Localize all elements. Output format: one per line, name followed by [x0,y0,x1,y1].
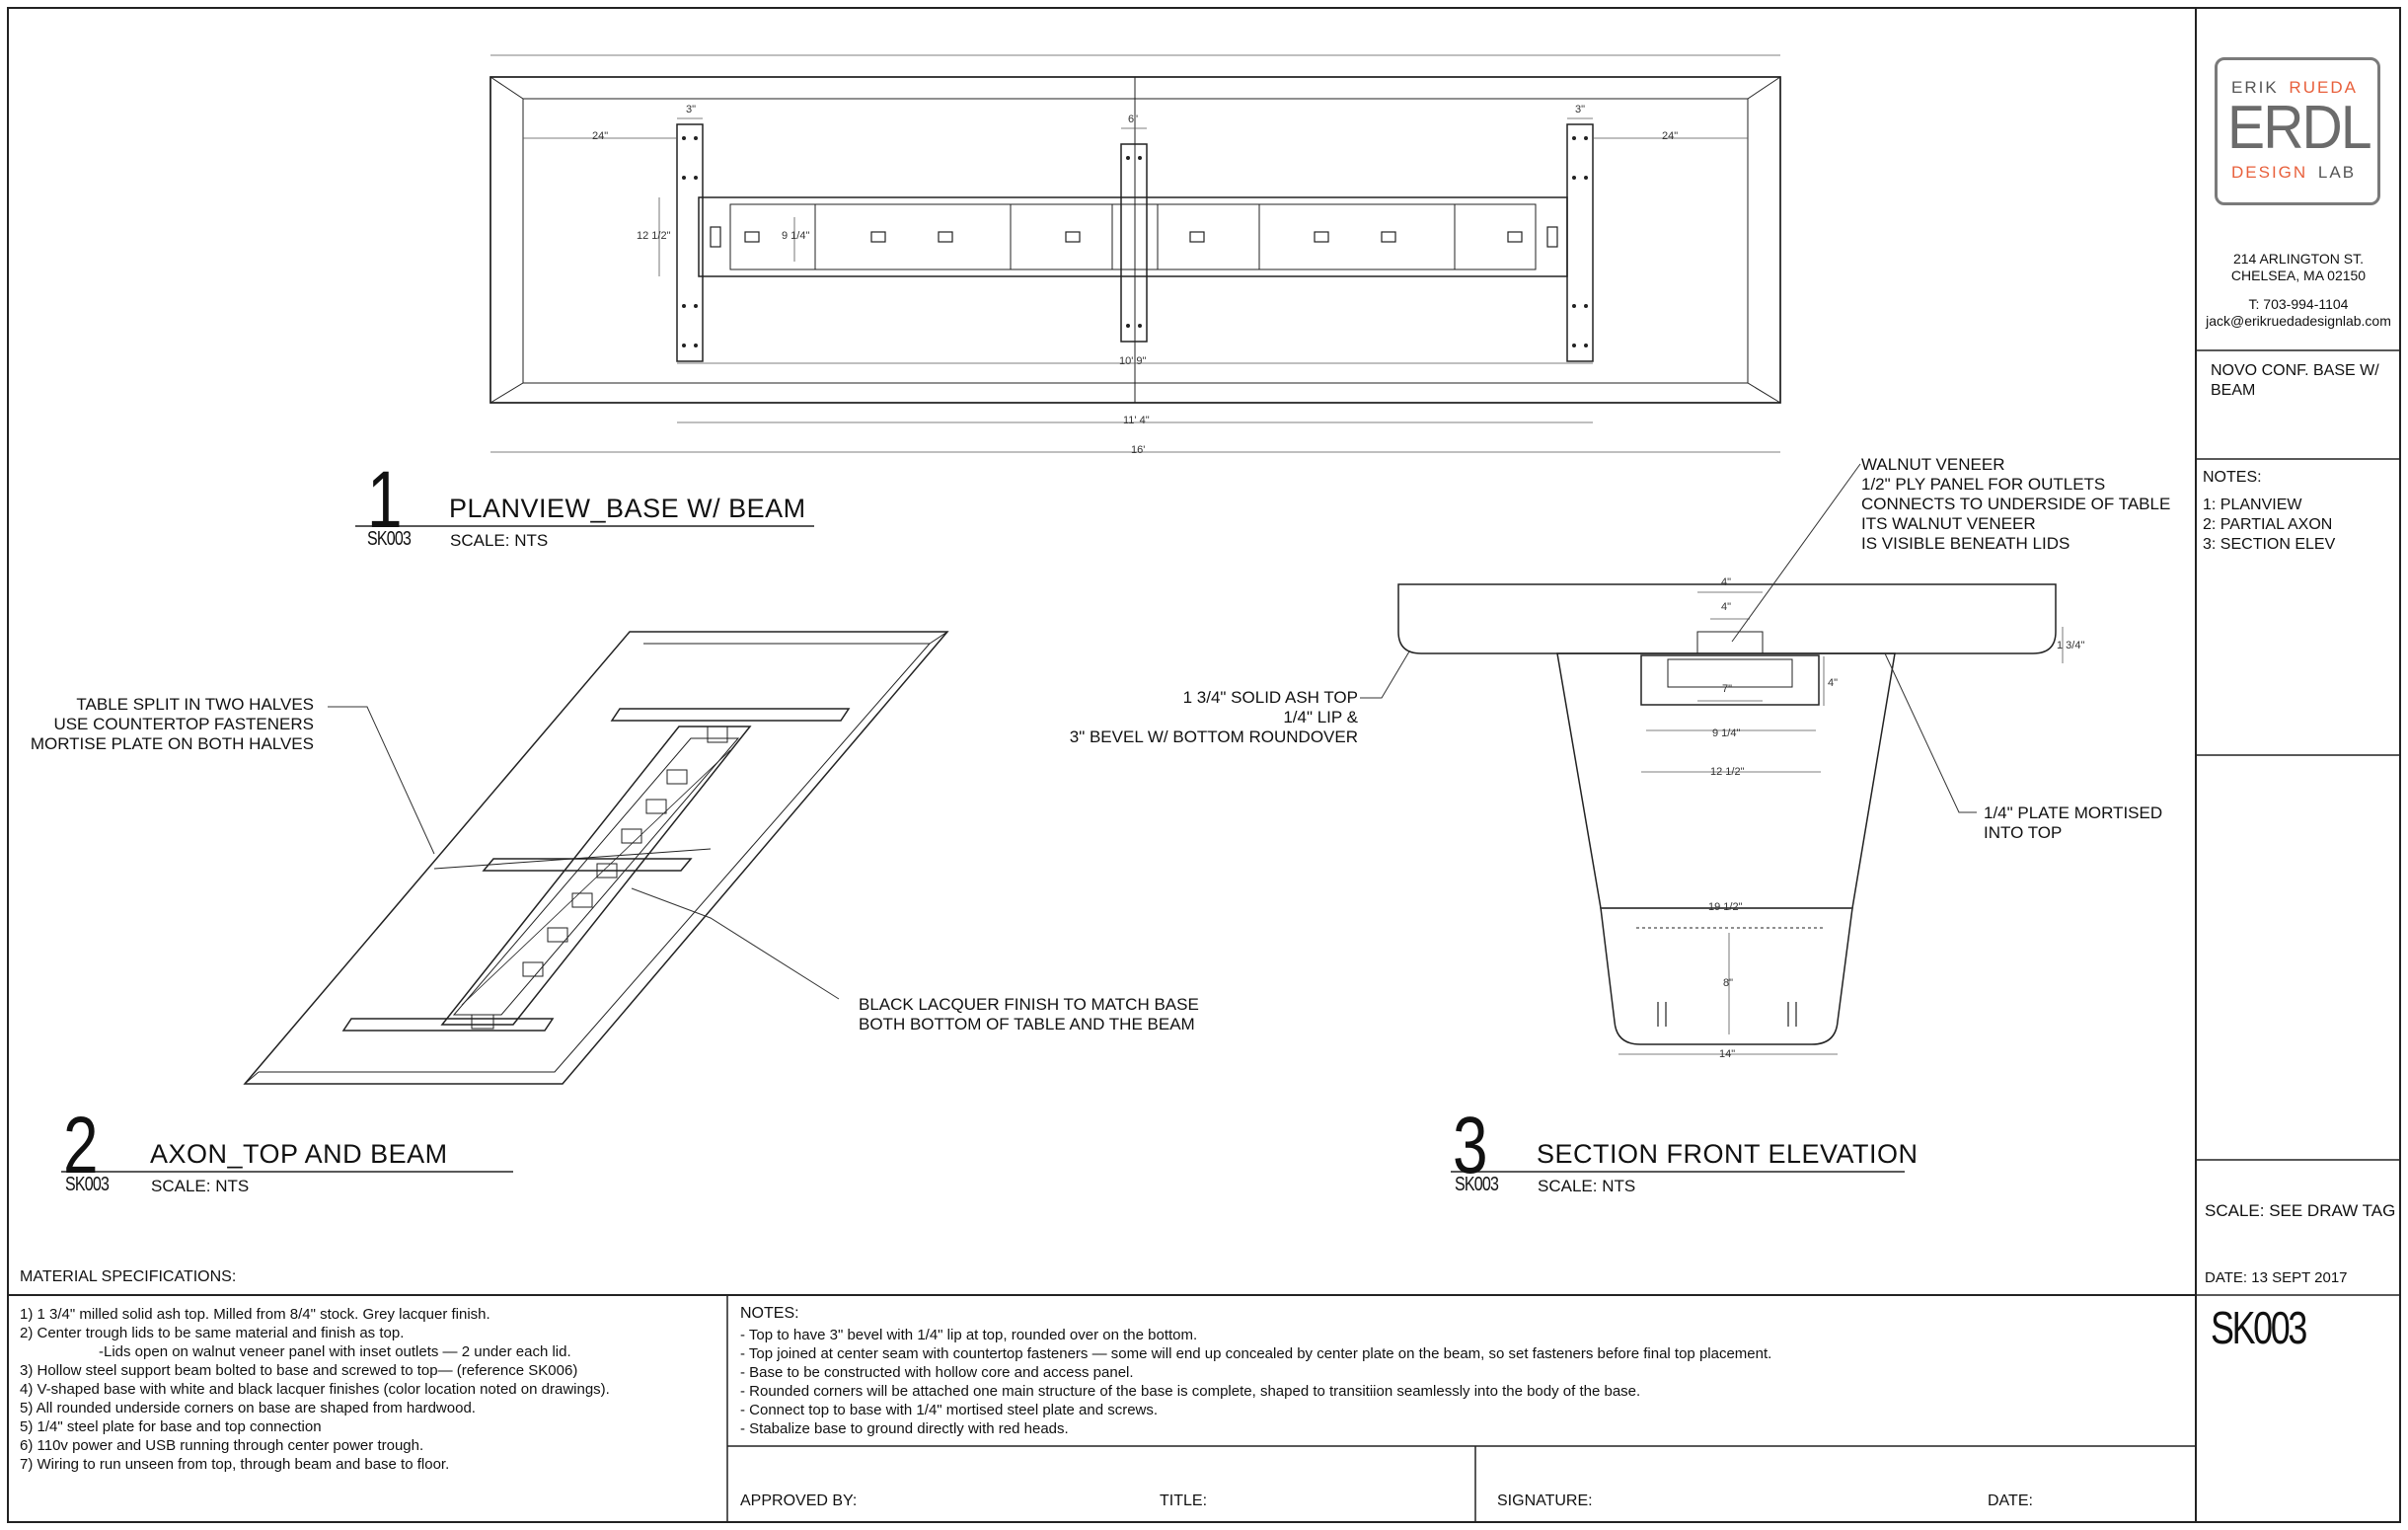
note-item: - Base to be constructed with hollow cor… [740,1364,1134,1381]
trough [1640,654,1820,706]
view-2-scale: SCALE: NTS [151,1177,250,1195]
sec-dim-4c: 4" [1828,677,1839,689]
view-1-sheet: SK003 [367,528,412,550]
title-label: TITLE: [1160,1492,1208,1509]
dim-16: 16' [1131,444,1146,456]
section-note-walnut: WALNUT VENEER 1/2" PLY PANEL FOR OUTLETS… [1861,455,2171,553]
center-plate [1120,143,1148,343]
view-1-scale: SCALE: NTS [450,531,549,550]
section-note-ash: 1 3/4" SOLID ASH TOP 1/4" LIP & 3" BEVEL… [1069,688,1358,746]
note-item: - Top to have 3" bevel with 1/4" lip at … [740,1327,1198,1343]
signature-label: SIGNATURE: [1497,1492,1593,1509]
firm-phone: T: 703-994-1104 [2248,296,2349,312]
logo-lab: LAB [2317,163,2357,182]
firm-logo: ERIK RUEDA ERDL DESIGN LAB [2215,57,2380,205]
materials-list: 1) 1 3/4" milled solid ash top. Milled f… [20,1305,610,1474]
logo-design: DESIGN [2231,163,2308,182]
material-item: 6) 110v power and USB running through ce… [20,1437,424,1454]
left-plate [676,123,704,362]
dim-3-left: 3" [686,104,697,115]
logo-rueda: RUEDA [2289,78,2358,97]
sheet-scale: SCALE: SEE DRAW TAG [2205,1201,2396,1220]
plan-view [489,54,1781,453]
firm-address: 214 ARLINGTON ST. CHELSEA, MA 02150 T: 7… [2199,251,2398,330]
view-3-sheet: SK003 [1455,1174,1499,1195]
logo-erdl: ERDL [2227,94,2372,162]
project-name: NOVO CONF. BASE W/ BEAM [2211,362,2379,399]
sheet-border [7,7,2401,1523]
view-2-number: 2 [63,1101,99,1190]
dim-24-left: 24" [592,130,609,142]
note-item: - Stabalize base to ground directly with… [740,1420,1069,1437]
dim-12-5: 12 1/2" [637,230,671,242]
sheet-date: DATE: 13 SEPT 2017 [2205,1269,2348,1286]
sec-dim-9-25: 9 1/4" [1712,727,1741,739]
sec-dim-12-5: 12 1/2" [1710,766,1745,778]
view-3-title: SECTION FRONT ELEVATION [1537,1139,1919,1169]
logo-erik: ERIK [2231,78,2279,97]
notes-list: - Top to have 3" bevel with 1/4" lip at … [740,1326,1771,1438]
material-item: 5) 1/4" steel plate for base and top con… [20,1418,322,1435]
right-plate [1566,123,1594,362]
view-3-number: 3 [1453,1101,1488,1190]
dim-6: 6" [1128,114,1139,125]
dim-24-right: 24" [1662,130,1679,142]
dim-11-4: 11' 4" [1123,415,1150,426]
materials-heading: MATERIAL SPECIFICATIONS: [20,1268,237,1285]
view-3-scale: SCALE: NTS [1538,1177,1636,1195]
sec-dim-8: 8" [1723,977,1734,989]
note-item: - Connect top to base with 1/4" mortised… [740,1402,1159,1418]
section-note-plate: 1/4" PLATE MORTISED INTO TOP [1984,803,2163,842]
sheet-notes: NOTES: 1: PLANVIEW 2: PARTIAL AXON 3: SE… [2203,469,2336,553]
material-item: 4) V-shaped base with white and black la… [20,1381,610,1398]
sec-dim-4b: 4" [1721,601,1732,613]
dim-10-9: 10' 9" [1119,355,1147,367]
axon-note-split: TABLE SPLIT IN TWO HALVES USE COUNTERTOP… [30,695,314,753]
sec-dim-4a: 4" [1721,576,1732,588]
dim-3-right: 3" [1575,104,1586,115]
section-view [1360,463,2064,1055]
note-item: - Rounded corners will be attached one m… [740,1383,1641,1400]
view-1-number: 1 [367,455,403,545]
material-item: 5) All rounded underside corners on base… [20,1400,476,1416]
view-2-sheet: SK003 [65,1174,110,1195]
beam [698,196,1568,277]
sheet-number: SK003 [2211,1302,2307,1353]
material-item: 7) Wiring to run unseen from top, throug… [20,1456,450,1473]
axon-note-lacquer: BLACK LACQUER FINISH TO MATCH BASE BOTH … [859,995,1199,1033]
notes-heading: NOTES: [740,1305,799,1322]
date-label: DATE: [1988,1492,2033,1509]
view-1-title: PLANVIEW_BASE W/ BEAM [449,494,806,523]
firm-email: jack@erikruedadesignlab.com [2206,313,2391,329]
sec-dim-1-75: 1 3/4" [2057,640,2085,651]
axon-tabletop [243,631,949,1085]
material-item: -Lids open on walnut veneer panel with i… [99,1343,571,1360]
dim-9-25: 9 1/4" [782,230,810,242]
material-item: 1) 1 3/4" milled solid ash top. Milled f… [20,1306,490,1323]
material-item: 3) Hollow steel support beam bolted to b… [20,1362,578,1379]
approved-by-label: APPROVED BY: [740,1492,858,1509]
sec-dim-7: 7" [1722,683,1733,695]
material-item: 2) Center trough lids to be same materia… [20,1325,405,1341]
view-2-title: AXON_TOP AND BEAM [150,1139,448,1169]
sec-dim-14: 14" [1719,1048,1736,1060]
section-tabletop [1397,583,2057,654]
sec-dim-19-5: 19 1/2" [1708,901,1743,913]
axon-view [243,631,949,1085]
note-item: - Top joined at center seam with counter… [740,1345,1772,1362]
